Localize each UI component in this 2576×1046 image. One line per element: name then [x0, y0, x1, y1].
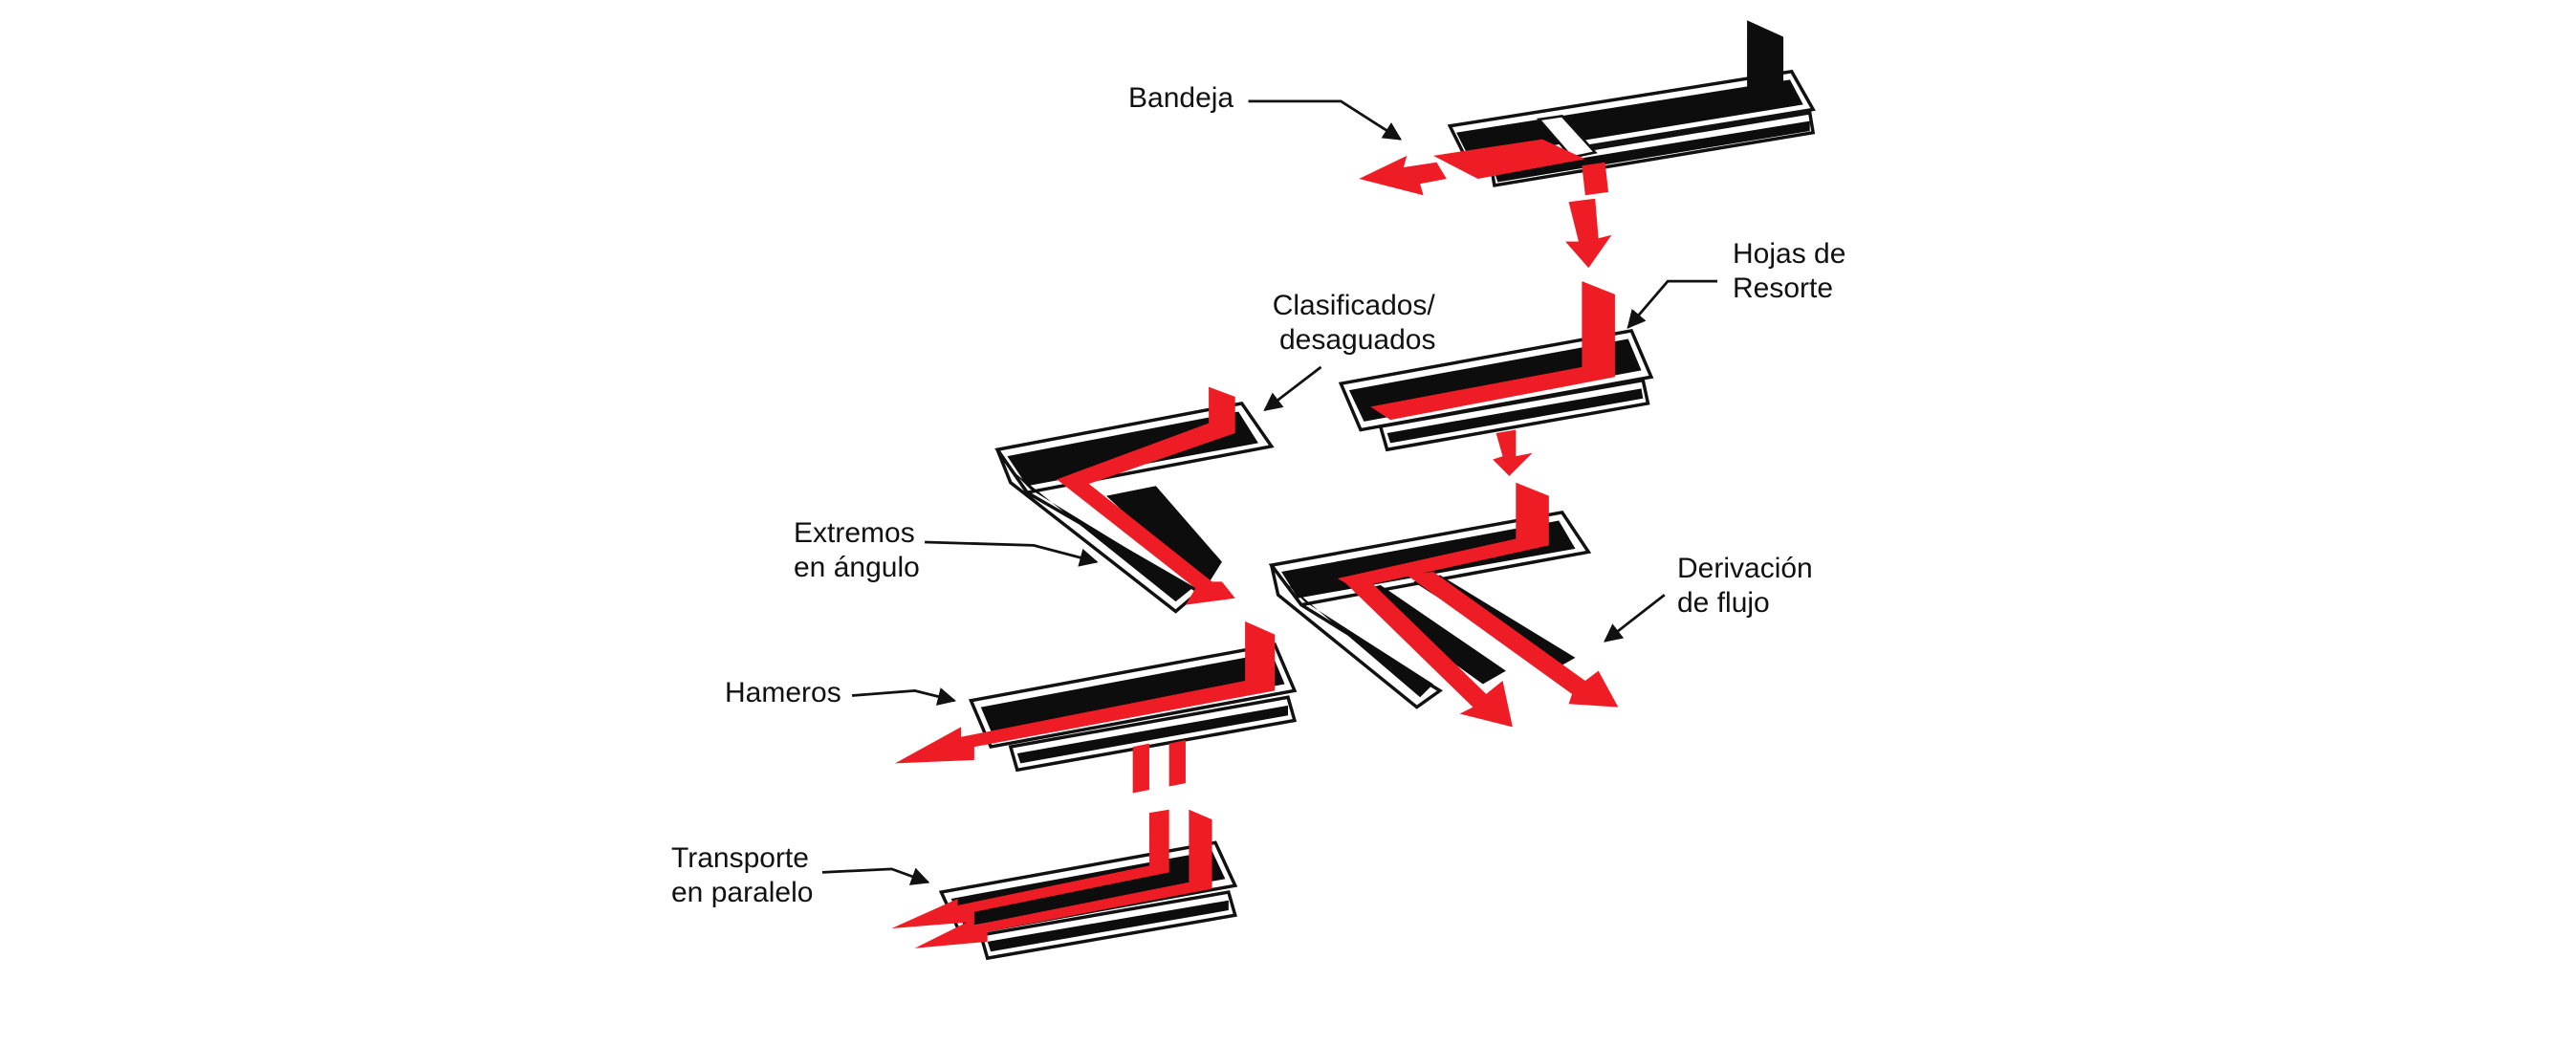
- flow-derivacion: [1337, 482, 1619, 728]
- label-hojas-line-2: Resorte: [1733, 272, 1834, 304]
- leader-derivacion: [1604, 594, 1666, 643]
- leader-bandeja: [1248, 99, 1403, 141]
- label-clasificados-line-1: Clasificados/: [1272, 290, 1435, 321]
- flow-transporte: [891, 809, 1212, 948]
- label-transporte-line-1: Transporte: [671, 842, 809, 874]
- label-derivacion: Derivación de flujo: [1677, 552, 1813, 621]
- label-derivacion-line-1: Derivación: [1677, 553, 1813, 584]
- label-transporte-line-2: en paralelo: [671, 877, 814, 908]
- leader-extremos: [925, 540, 1099, 567]
- label-extremos: Extremos en ángulo: [794, 516, 920, 585]
- label-clasificados: Clasificados/ desaguados: [1272, 289, 1436, 358]
- leader-transporte: [821, 867, 930, 885]
- leader-hameros: [851, 687, 957, 706]
- flow-hojas-de-resorte: [1370, 281, 1615, 476]
- label-hameros-text: Hameros: [725, 677, 841, 708]
- leader-hojas: [1626, 279, 1717, 329]
- label-derivacion-line-2: de flujo: [1677, 587, 1770, 619]
- label-extremos-line-2: en ángulo: [794, 552, 920, 583]
- label-bandeja: Bandeja: [1128, 81, 1233, 116]
- label-clasificados-line-2: desaguados: [1279, 324, 1436, 356]
- label-hojas-line-1: Hojas de: [1733, 238, 1846, 270]
- label-bandeja-text: Bandeja: [1128, 82, 1234, 114]
- label-extremos-line-1: Extremos: [794, 517, 915, 549]
- label-transporte: Transporte en paralelo: [671, 841, 813, 910]
- label-hojas-de-resorte: Hojas de Resorte: [1733, 237, 1845, 306]
- leader-clasificados: [1263, 365, 1322, 411]
- label-hameros: Hameros: [725, 676, 841, 710]
- flow-hameros: [894, 621, 1276, 794]
- flow-clasificados: [1057, 386, 1235, 605]
- flow-bandeja: [1359, 139, 1612, 269]
